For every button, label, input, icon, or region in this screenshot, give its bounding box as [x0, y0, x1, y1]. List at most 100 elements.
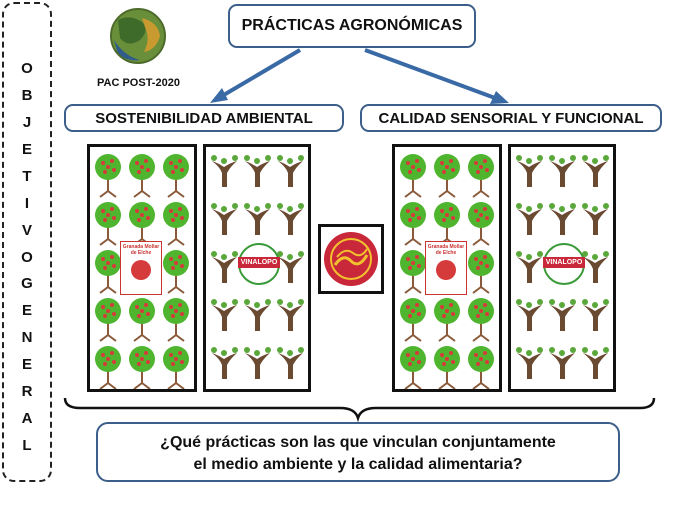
globe-icon — [110, 8, 166, 64]
question-box: ¿Qué prácticas son las que vinculan conj… — [96, 422, 620, 482]
granada-logo-text-1: Granada Mollar — [427, 244, 465, 250]
pomegranate-tree-icon — [400, 154, 426, 198]
granada-fruit-icon — [436, 260, 456, 280]
dop-seal-box — [318, 224, 384, 294]
grapevine-icon — [549, 155, 576, 187]
pomegranate-tree-icon — [95, 346, 121, 390]
sostenibilidad-box: SOSTENIBILIDAD AMBIENTAL — [64, 104, 344, 132]
pomegranate-panel-left: Granada Mollar de Elche — [87, 144, 197, 392]
pomegranate-tree-icon — [163, 250, 189, 294]
granada-logo-text-2: de Elche — [435, 250, 457, 256]
sostenibilidad-label: SOSTENIBILIDAD AMBIENTAL — [95, 109, 313, 127]
grapevine-icon — [244, 299, 271, 331]
granada-logo-right: Granada Mollar de Elche — [425, 241, 467, 295]
pomegranate-tree-icon — [95, 154, 121, 198]
granada-logo-text-2: de Elche — [130, 250, 152, 256]
pomegranate-tree-icon — [468, 346, 494, 390]
grapevine-icon — [277, 299, 304, 331]
vinalopo-logo-left: VINALOPO — [238, 243, 280, 285]
pomegranate-tree-icon — [400, 298, 426, 342]
vinalopo-logo-right: VINALOPO — [543, 243, 585, 285]
grapevine-icon — [549, 203, 576, 235]
pomegranate-trees-left — [95, 154, 189, 390]
pomegranate-tree-icon — [434, 202, 460, 246]
side-letter: E — [21, 302, 32, 319]
grapevine-icon — [211, 347, 238, 379]
vinalopo-logo-text: VINALOPO — [543, 257, 585, 268]
side-letter: E — [21, 356, 32, 373]
side-letter: R — [21, 383, 33, 400]
question-line-2: el medio ambiente y la calidad alimentar… — [193, 456, 523, 473]
grapevine-icon — [277, 155, 304, 187]
grapevine-icon — [582, 251, 609, 283]
pomegranate-tree-icon — [129, 298, 155, 342]
grapevine-icon — [582, 347, 609, 379]
pomegranate-tree-icon — [129, 154, 155, 198]
grapevine-icon — [516, 155, 543, 187]
grapevine-icon — [582, 155, 609, 187]
pomegranate-tree-icon — [163, 346, 189, 390]
grapevine-icon — [582, 299, 609, 331]
pomegranate-tree-icon — [400, 346, 426, 390]
practicas-title: PRÁCTICAS AGRONÓMICAS — [241, 17, 463, 34]
grapevine-icon — [516, 203, 543, 235]
granada-logo-left: Granada Mollar de Elche — [120, 241, 162, 295]
grapevine-icon — [516, 251, 543, 283]
granada-fruit-icon — [131, 260, 151, 280]
side-letter: N — [21, 329, 33, 346]
grapevine-icon — [516, 347, 543, 379]
grapevine-icon — [549, 347, 576, 379]
grapevine-icon — [277, 347, 304, 379]
pomegranate-tree-icon — [468, 298, 494, 342]
grapevine-icon — [244, 347, 271, 379]
pomegranate-tree-icon — [468, 250, 494, 294]
side-letter: V — [21, 222, 32, 239]
pomegranate-panel-right: Granada Mollar de Elche — [392, 144, 502, 392]
pac-label: PAC POST-2020 — [97, 77, 180, 89]
calidad-label: CALIDAD SENSORIAL Y FUNCIONAL — [378, 109, 644, 127]
side-letter: E — [21, 141, 32, 158]
pomegranate-tree-icon — [163, 202, 189, 246]
practicas-title-box: PRÁCTICAS AGRONÓMICAS — [228, 4, 476, 48]
grapevine-icon — [277, 251, 304, 283]
pomegranate-tree-icon — [95, 298, 121, 342]
pomegranate-tree-icon — [163, 298, 189, 342]
pomegranate-tree-icon — [129, 346, 155, 390]
pomegranate-tree-icon — [434, 298, 460, 342]
side-letter: J — [22, 114, 32, 131]
grapevine-icon — [211, 299, 238, 331]
pomegranate-tree-icon — [95, 250, 121, 294]
side-letter: T — [22, 168, 32, 185]
grapevine-icon — [277, 203, 304, 235]
dop-seal-icon — [324, 232, 378, 286]
brace — [63, 397, 656, 423]
pomegranate-tree-icon — [468, 202, 494, 246]
pomegranate-trees-right — [400, 154, 494, 390]
grapevine-icon — [516, 299, 543, 331]
grapevine-icon — [244, 155, 271, 187]
pomegranate-tree-icon — [400, 202, 426, 246]
grapevine-icon — [211, 251, 238, 283]
calidad-box: CALIDAD SENSORIAL Y FUNCIONAL — [360, 104, 662, 132]
pomegranate-tree-icon — [434, 154, 460, 198]
side-letter: I — [24, 195, 30, 212]
question-line-1: ¿Qué prácticas son las que vinculan conj… — [160, 434, 556, 451]
grapevine-icon — [211, 155, 238, 187]
vinalopo-logo-text: VINALOPO — [238, 257, 280, 268]
pomegranate-tree-icon — [400, 250, 426, 294]
pomegranate-tree-icon — [434, 346, 460, 390]
side-letter: G — [21, 275, 33, 292]
pomegranate-tree-icon — [163, 154, 189, 198]
side-letter: B — [21, 87, 33, 104]
pomegranate-tree-icon — [129, 202, 155, 246]
side-letter: O — [21, 60, 33, 77]
arrow-right — [364, 48, 509, 104]
side-letter: L — [22, 437, 32, 454]
grapevine-icon — [244, 203, 271, 235]
granada-logo-text-1: Granada Mollar — [122, 244, 160, 250]
objetivo-general-frame — [2, 2, 52, 482]
side-letter: O — [21, 249, 33, 266]
arrow-left — [210, 48, 302, 103]
pomegranate-tree-icon — [468, 154, 494, 198]
vine-panel-left: VINALOPO — [203, 144, 311, 392]
